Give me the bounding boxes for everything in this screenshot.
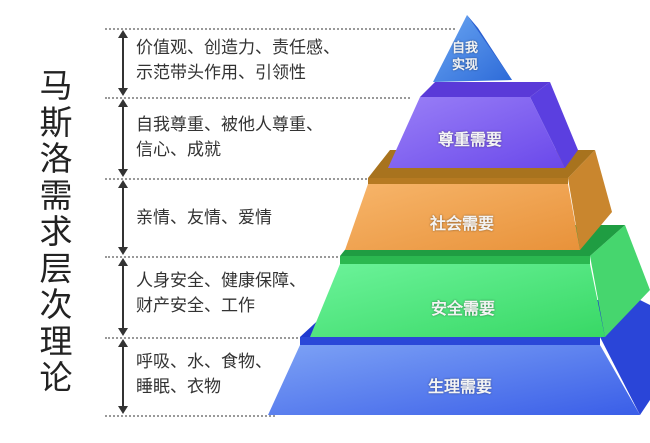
level-divider [105, 415, 275, 417]
diagram-title: 马 斯 洛 需 求 层 次 理 论 [34, 66, 78, 397]
pyramid-level-self-actualization [433, 15, 512, 82]
level-description-safety: 人身安全、健康保障、 财产安全、工作 [136, 269, 306, 319]
title-char: 马 [39, 66, 73, 105]
label-self-actualization: 自我 实现 [452, 40, 478, 74]
level-description-physiological: 呼吸、水、食物、 睡眠、衣物 [136, 350, 272, 400]
description-line: 示范带头作用、引领性 [136, 63, 306, 83]
level-divider [105, 178, 375, 180]
title-char: 层 [39, 248, 73, 288]
description-line: 财产安全、工作 [136, 296, 255, 316]
level-divider [105, 28, 455, 30]
label-social: 社会需要 [430, 214, 495, 233]
level-description-social: 亲情、友情、爱情 [136, 206, 272, 231]
pyramid-level-esteem [388, 82, 578, 168]
description-line: 睡眠、衣物 [136, 377, 221, 397]
level-description-self-actualization: 价值观、创造力、责任感、 示范带头作用、引领性 [136, 36, 340, 86]
level-divider [105, 97, 410, 99]
label-physiological: 生理需要 [428, 377, 493, 396]
label-line: 自我 [452, 41, 479, 56]
level-divider [105, 256, 345, 258]
level-divider [105, 337, 310, 339]
title-char: 斯 [39, 102, 73, 142]
level-description-esteem: 自我尊重、被他人尊重、 信心、成就 [136, 113, 323, 163]
title-char: 求 [39, 212, 73, 251]
title-char: 理 [39, 321, 73, 361]
title-char: 需 [39, 175, 73, 215]
label-safety: 安全需要 [431, 299, 496, 318]
label-line: 实现 [452, 58, 479, 73]
description-line: 自我尊重、被他人尊重、 [136, 115, 323, 135]
title-char: 次 [39, 285, 73, 324]
description-line: 呼吸、水、食物、 [136, 352, 272, 372]
description-line: 价值观、创造力、责任感、 [136, 38, 340, 58]
title-char: 论 [39, 358, 73, 397]
label-esteem: 尊重需要 [438, 130, 503, 149]
description-line: 人身安全、健康保障、 [136, 271, 306, 291]
title-char: 洛 [39, 139, 73, 178]
description-line: 亲情、友情、爱情 [136, 208, 272, 228]
description-line: 信心、成就 [136, 140, 221, 160]
